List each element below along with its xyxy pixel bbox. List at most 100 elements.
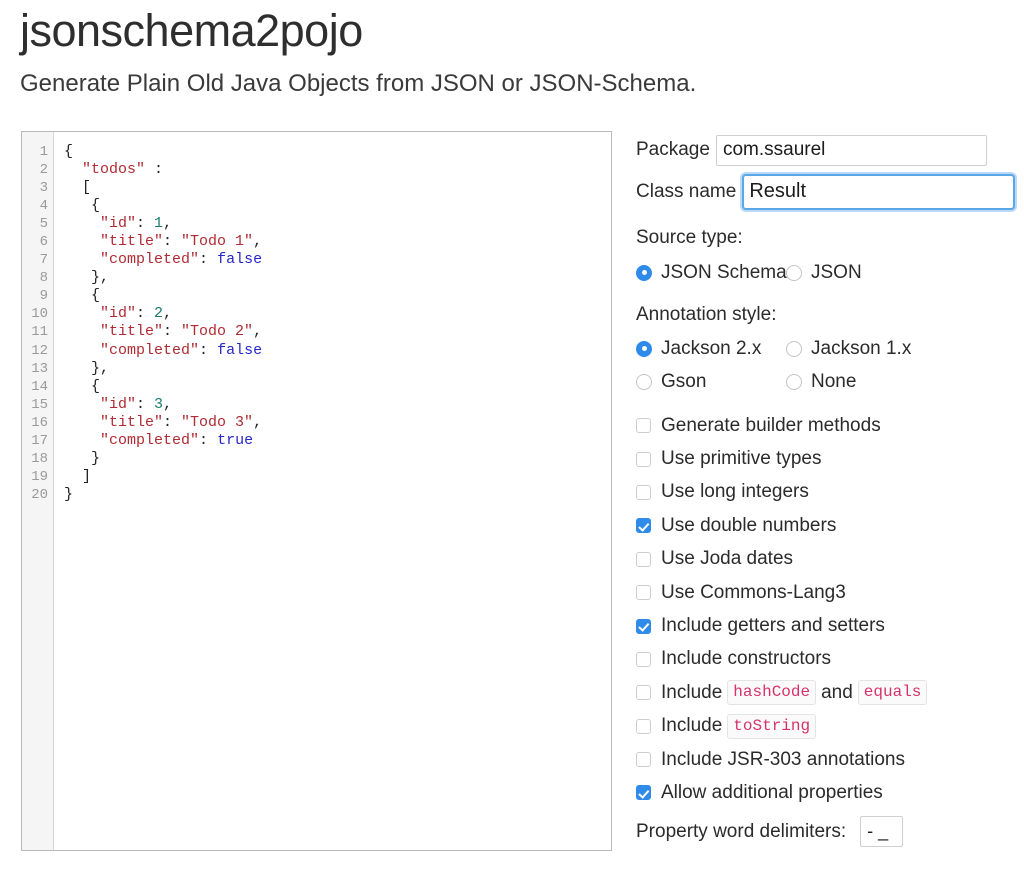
- checkbox-unchecked-icon[interactable]: [636, 585, 651, 601]
- checkbox-row[interactable]: Use Commons-Lang3: [636, 576, 1016, 609]
- code-line: "completed": true: [64, 432, 611, 450]
- radio-source-type-json[interactable]: JSON: [786, 261, 862, 285]
- checkbox-row[interactable]: Include constructors: [636, 643, 1016, 676]
- checkbox-unchecked-icon[interactable]: [636, 651, 651, 667]
- checkbox-unchecked-icon[interactable]: [636, 451, 651, 467]
- radio-annotation-gson[interactable]: Gson: [636, 370, 786, 394]
- code-token-punc: [64, 161, 82, 178]
- code-token-num: 2: [154, 305, 164, 323]
- line-number: 16: [31, 414, 48, 431]
- checkbox-row[interactable]: Use primitive types: [636, 442, 1016, 475]
- checkbox-unchecked-icon[interactable]: [636, 551, 651, 567]
- code-token-bool: false: [217, 251, 263, 269]
- code-token-punc: [64, 414, 100, 431]
- code-token-punc: [64, 342, 100, 359]
- radio-annotation-none[interactable]: None: [786, 370, 856, 394]
- checkbox-unchecked-icon[interactable]: [636, 484, 651, 500]
- code-line: "completed": false: [64, 251, 611, 269]
- code-token-punc: :: [199, 251, 218, 269]
- checkbox-label-text: Include: [661, 715, 723, 737]
- code-token-key: "id": [100, 305, 137, 323]
- checkbox-row[interactable]: Use Joda dates: [636, 543, 1016, 576]
- checkbox-label: Allow additional properties: [661, 781, 883, 805]
- editor-code-area[interactable]: { "todos" : [ { "id": 1, "title": "Todo …: [54, 132, 611, 850]
- checkbox-row[interactable]: Use double numbers: [636, 509, 1016, 542]
- checkbox-label: Include JSR-303 annotations: [661, 748, 905, 772]
- code-token-punc: :: [136, 215, 155, 233]
- line-number: 20: [31, 486, 48, 503]
- radio-annotation-jackson-1x[interactable]: Jackson 1.x: [786, 337, 911, 361]
- spacer-annotation-style: [636, 289, 1016, 303]
- source-type-label: Source type:: [636, 227, 743, 248]
- checkbox-unchecked-icon[interactable]: [636, 685, 651, 701]
- code-line: }: [64, 486, 611, 504]
- code-token-punc: ,: [163, 305, 173, 323]
- code-token-punc: [64, 323, 100, 340]
- checkbox-row[interactable]: Generate builder methods: [636, 409, 1016, 442]
- radio-source-type-json-schema[interactable]: JSON Schema: [636, 261, 787, 285]
- checkbox-row[interactable]: Include getters and setters: [636, 609, 1016, 642]
- code-token-punc: :: [163, 413, 182, 431]
- inline-code-token: hashCode: [727, 680, 817, 706]
- checkbox-label-text: Include getters and setters: [661, 615, 885, 637]
- code-token-key: "title": [100, 233, 164, 251]
- code-token-punc: {: [64, 287, 101, 305]
- code-line: {: [64, 287, 611, 305]
- line-number: 7: [39, 252, 48, 269]
- checkbox-label-text: Use Joda dates: [661, 548, 794, 570]
- page-header: jsonschema2pojo Generate Plain Old Java …: [20, 4, 1010, 100]
- class-name-input[interactable]: [742, 173, 1016, 210]
- code-token-punc: {: [64, 143, 74, 160]
- checkbox-label: Use Commons-Lang3: [661, 581, 846, 605]
- spacer-checkboxes: [636, 398, 1016, 409]
- code-token-punc: :: [136, 305, 155, 323]
- checkbox-row[interactable]: Allow additional properties: [636, 776, 1016, 809]
- checkbox-unchecked-icon[interactable]: [636, 752, 651, 768]
- checkbox-label: Use Joda dates: [661, 547, 793, 571]
- code-token-bool: true: [217, 431, 254, 449]
- checkbox-checked-icon[interactable]: [636, 618, 651, 634]
- line-number: 11: [31, 324, 48, 341]
- checkbox-row[interactable]: Include JSR-303 annotations: [636, 743, 1016, 776]
- checkbox-row[interactable]: Use long integers: [636, 476, 1016, 509]
- code-token-punc: :: [163, 323, 182, 341]
- code-token-str: "Todo 3": [181, 413, 254, 431]
- radio-label: Gson: [661, 370, 707, 392]
- code-token-punc: }: [64, 449, 101, 467]
- code-token-num: 1: [154, 215, 164, 233]
- radio-annotation-jackson-2x[interactable]: Jackson 2.x: [636, 337, 786, 361]
- code-token-punc: [64, 233, 100, 250]
- line-number: 14: [31, 378, 48, 395]
- radio-label: Jackson 1.x: [811, 337, 912, 359]
- radio-unselected-icon: [636, 373, 652, 390]
- checkbox-label-text: Use primitive types: [661, 448, 822, 470]
- code-line: ]: [64, 468, 611, 486]
- package-input[interactable]: [715, 134, 987, 166]
- property-word-delimiters-input[interactable]: [860, 816, 904, 848]
- checkbox-unchecked-icon[interactable]: [636, 718, 651, 734]
- checkbox-label: Use primitive types: [661, 447, 822, 471]
- radio-label: Jackson 2.x: [661, 337, 762, 359]
- code-token-key: "completed": [100, 431, 200, 449]
- code-token-key: "id": [100, 395, 137, 413]
- checkbox-label: Include getters and setters: [661, 614, 885, 638]
- code-line: [: [64, 179, 611, 197]
- code-token-punc: {: [64, 377, 101, 395]
- code-line: {: [64, 143, 611, 161]
- annotation-style-radio-row-2: Gson None: [636, 365, 1016, 398]
- code-token-punc: ]: [64, 467, 92, 485]
- line-number: 8: [39, 270, 48, 287]
- code-token-key: "title": [100, 323, 164, 341]
- code-token-punc: ,: [253, 323, 263, 341]
- checkbox-checked-icon[interactable]: [636, 518, 651, 534]
- checkbox-checked-icon[interactable]: [636, 785, 651, 801]
- annotation-style-label: Annotation style:: [636, 304, 777, 325]
- checkbox-unchecked-icon[interactable]: [636, 418, 651, 434]
- line-number: 6: [39, 234, 48, 251]
- line-number: 12: [31, 342, 48, 359]
